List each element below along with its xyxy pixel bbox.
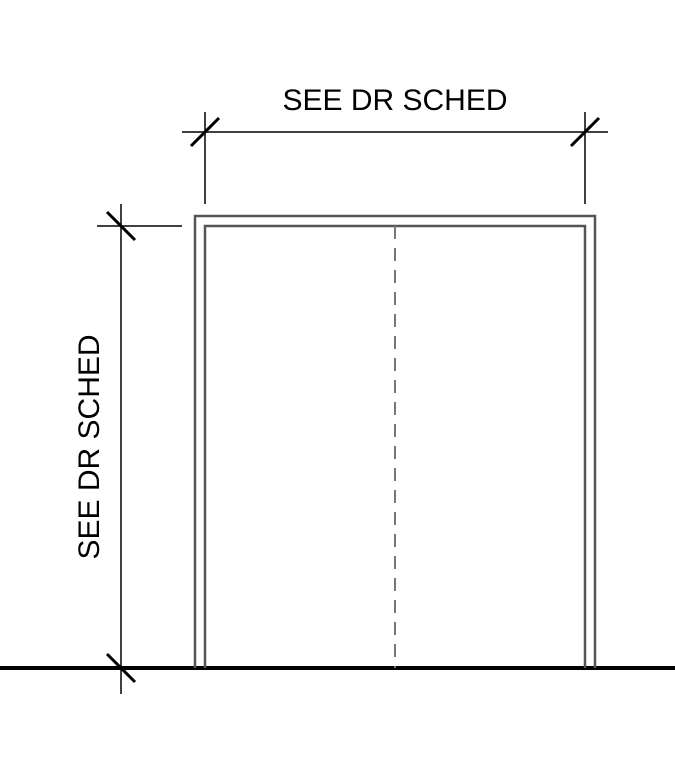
width-tick-left xyxy=(189,116,221,148)
door-frame-outer xyxy=(193,214,597,668)
height-tick-bottom xyxy=(105,652,137,684)
height-dimension-label: SEE DR SCHED xyxy=(73,334,106,559)
width-tick-right xyxy=(569,116,601,148)
width-dimension: SEE DR SCHED xyxy=(182,84,608,204)
height-tick-top xyxy=(105,210,137,242)
height-dimension: SEE DR SCHED xyxy=(73,204,182,694)
width-dimension-label: SEE DR SCHED xyxy=(282,84,507,117)
